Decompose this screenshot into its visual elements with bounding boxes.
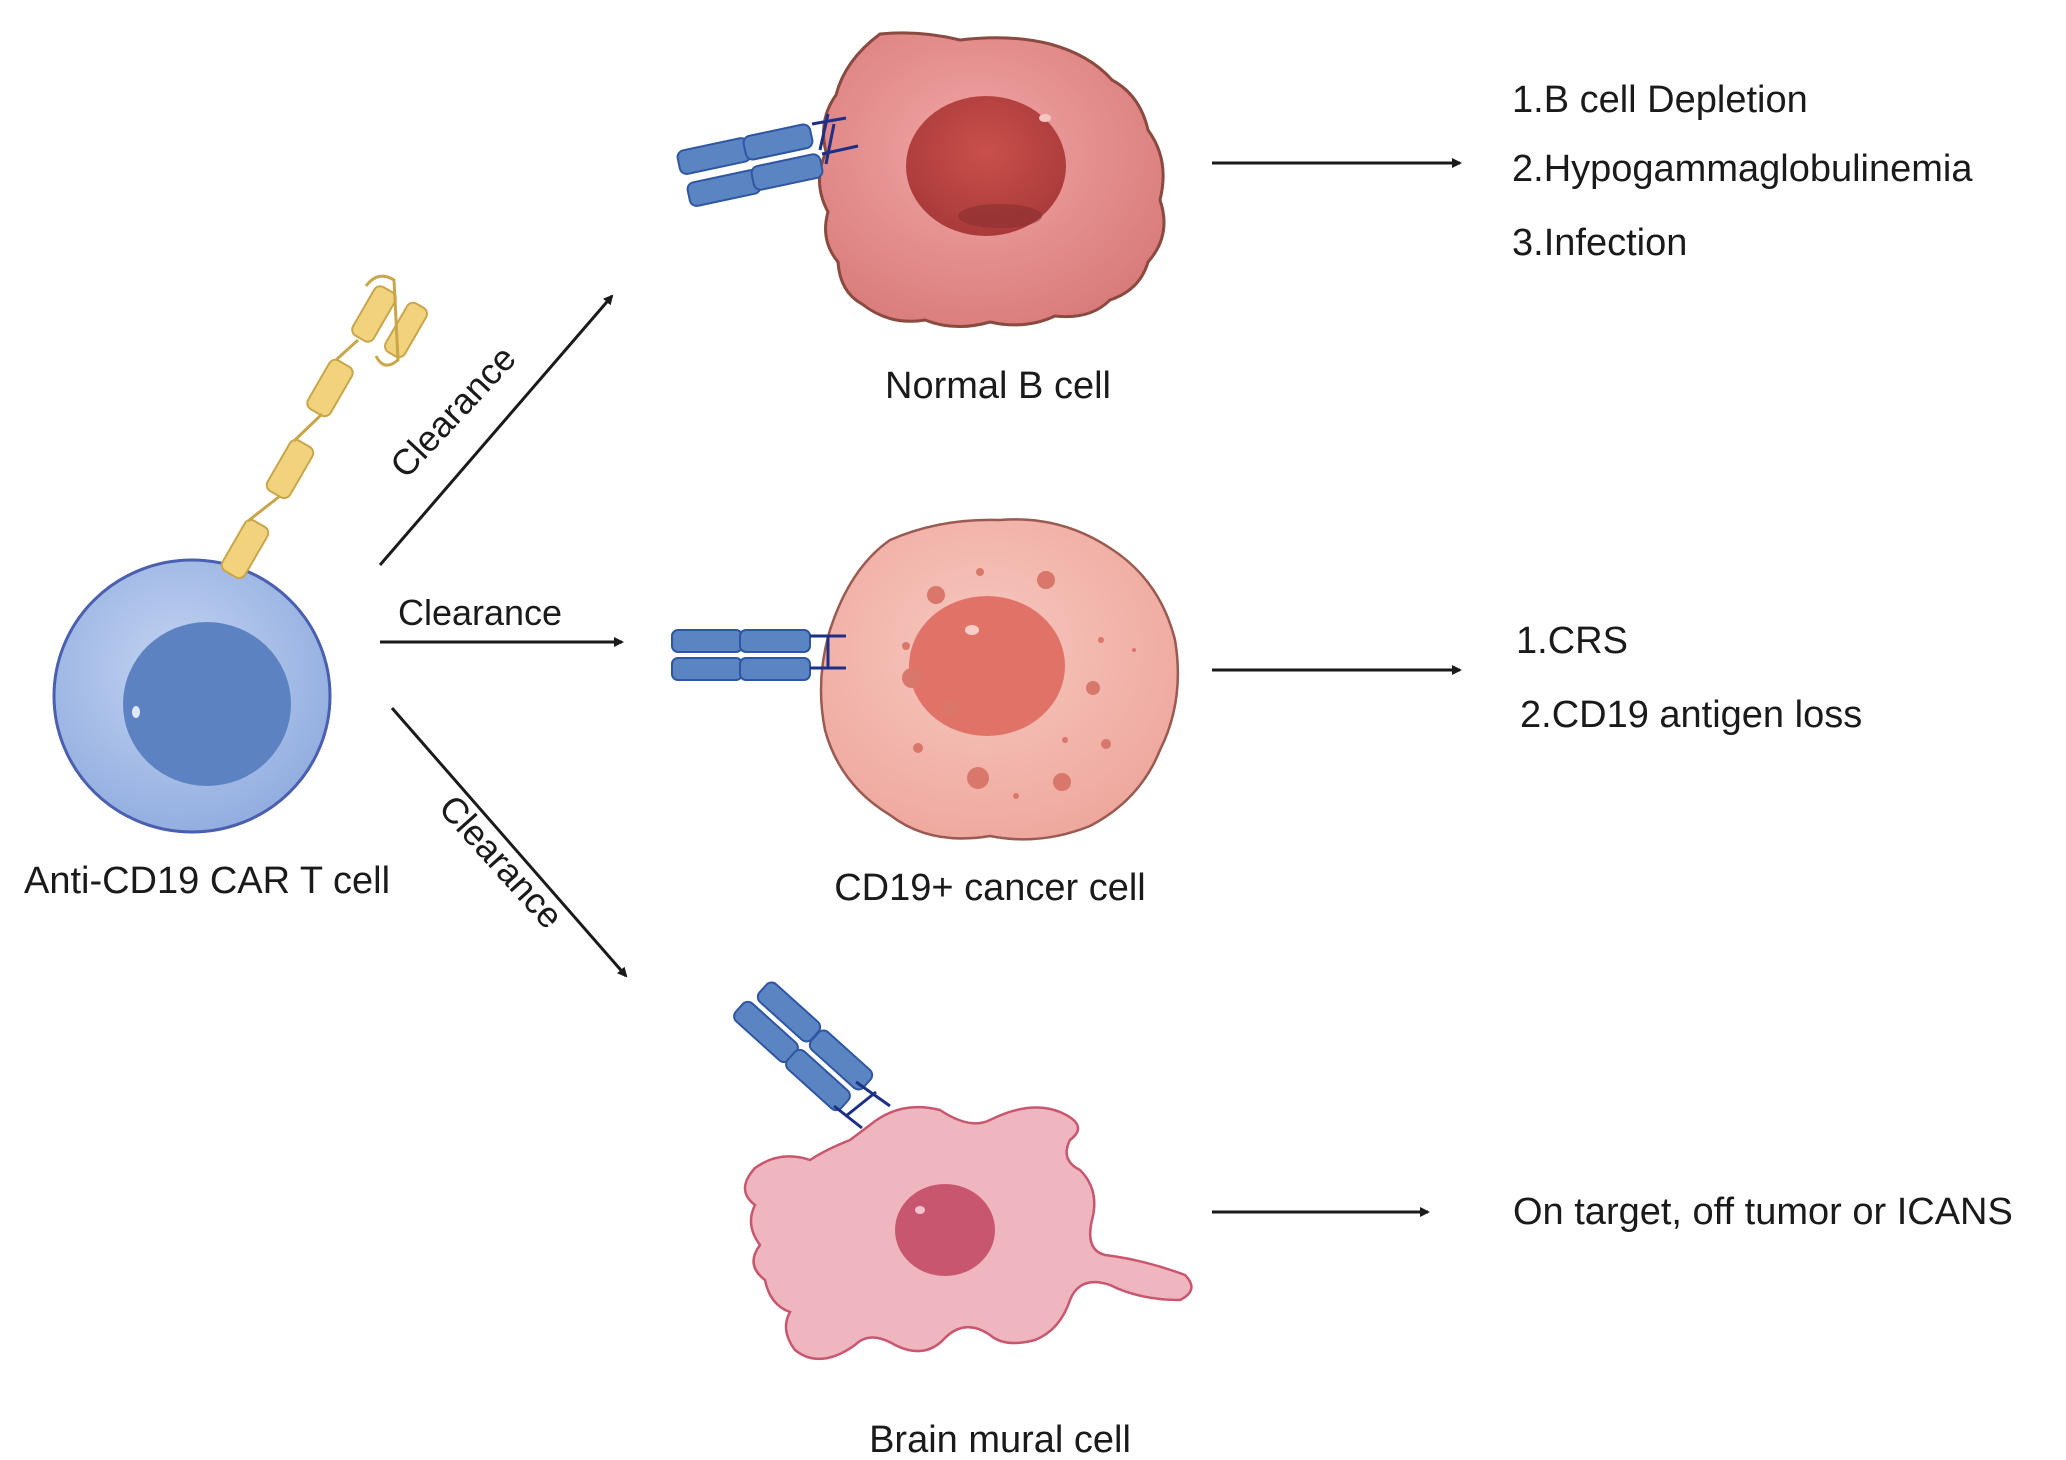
- outcome-item: 1.CRS: [1516, 620, 1628, 662]
- arrows: [378, 158, 1462, 1217]
- edge-label-mural: Clearance: [431, 787, 571, 936]
- outcome-list-normal-b: 1.B cell Depletion 2.Hypogammaglobulinem…: [1512, 79, 1973, 264]
- outcome-item: 2.Hypogammaglobulinemia: [1512, 148, 1973, 190]
- normal-b-nucleolus: [1039, 114, 1051, 122]
- outcome-item: 2.CD19 antigen loss: [1520, 694, 1862, 736]
- car-receptor: [220, 274, 428, 580]
- cancer-nucleolus: [965, 625, 979, 635]
- cancer-granules: [902, 568, 1136, 799]
- antibody-cancer: [671, 629, 846, 681]
- label-car-t: Anti-CD19 CAR T cell: [24, 860, 390, 902]
- outcome-list-cancer: 1.CRS 2.CD19 antigen loss: [1516, 620, 1862, 736]
- label-normal-b: Normal B cell: [885, 365, 1111, 407]
- normal-b-nucleus: [906, 96, 1066, 236]
- label-cancer: CD19+ cancer cell: [834, 867, 1146, 909]
- antibody-mural: [733, 981, 891, 1130]
- car-t-nucleolus: [132, 706, 140, 718]
- mural-nucleolus: [915, 1206, 925, 1214]
- car-t-cell: [52, 558, 332, 834]
- outcome-item: 1.B cell Depletion: [1512, 79, 1808, 121]
- mural-cell: [743, 1105, 1193, 1361]
- outcome-item: On target, off tumor or ICANS: [1513, 1191, 2013, 1233]
- edge-label-normal-b: Clearance: [382, 337, 524, 485]
- cancer-nucleus: [909, 596, 1065, 736]
- antibody-normal-b: [676, 113, 859, 207]
- normal-b-nucleus-shadow: [958, 204, 1042, 228]
- outcome-item: 3.Infection: [1512, 222, 1687, 264]
- normal-b-cell: [817, 31, 1166, 329]
- label-mural: Brain mural cell: [869, 1419, 1131, 1460]
- arrow-to-mural: [390, 707, 628, 978]
- car-t-nucleus: [123, 622, 291, 786]
- mural-nucleus: [895, 1184, 995, 1276]
- edge-label-cancer: Clearance: [398, 592, 562, 633]
- outcome-list-mural: On target, off tumor or ICANS: [1513, 1191, 2013, 1233]
- cancer-cell: [819, 518, 1180, 841]
- arrow-to-normal-b: [378, 294, 614, 566]
